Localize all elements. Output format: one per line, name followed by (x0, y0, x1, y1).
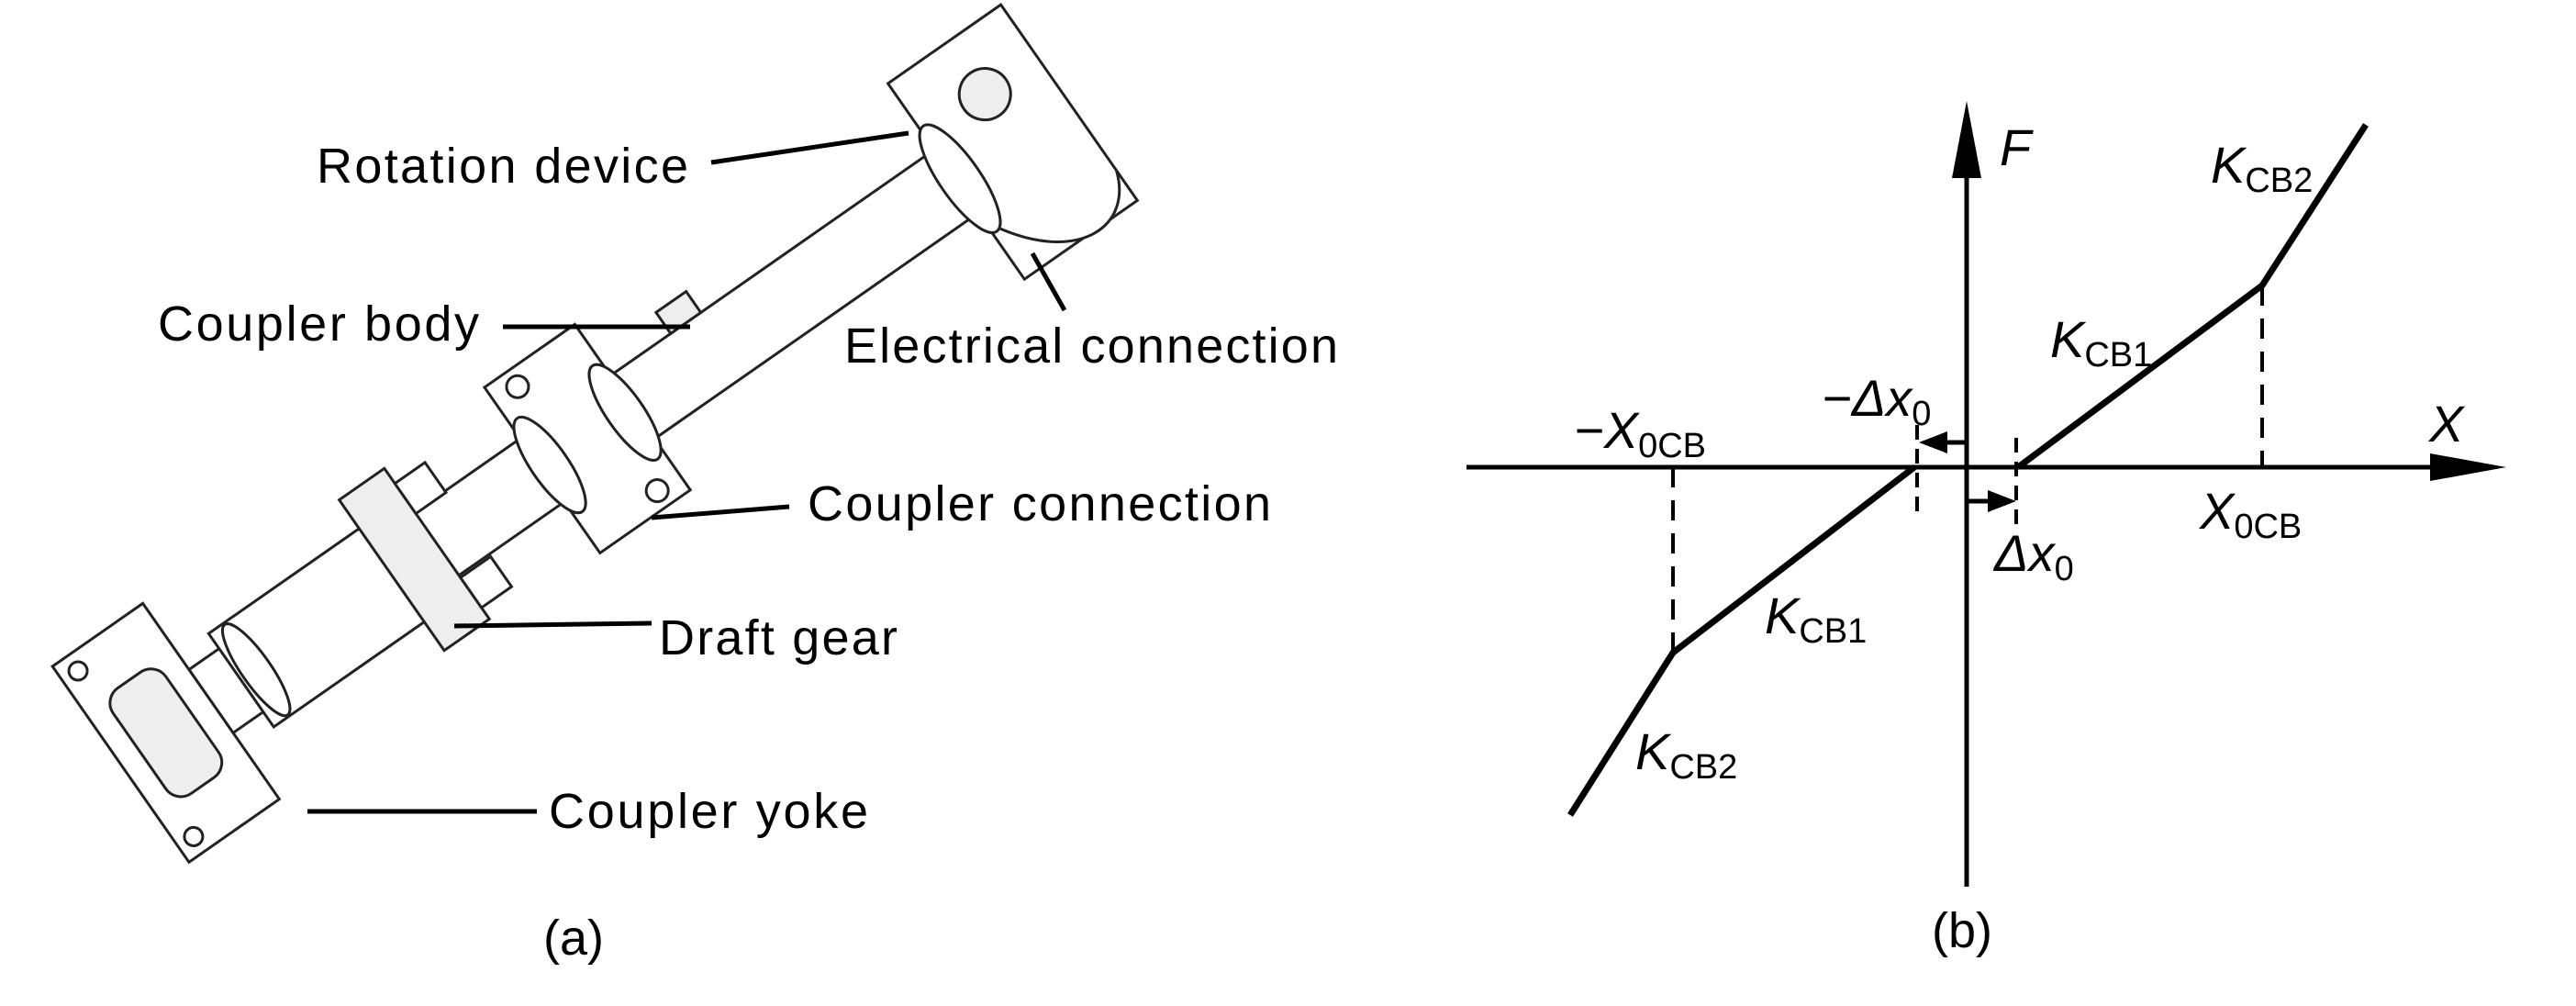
rotation-device-pin (957, 67, 1012, 122)
label-kcb2-upper-main: K (2211, 136, 2247, 194)
leader-draft-gear (453, 620, 652, 629)
leader-electrical-connection (1030, 252, 1067, 312)
caption-a: (a) (543, 911, 604, 966)
label-kcb2-lower-sub: CB2 (1669, 748, 1737, 787)
ring (220, 622, 292, 718)
label-draft-gear: Draft gear (659, 610, 898, 665)
label-coupler-body: Coupler body (158, 296, 479, 352)
label-kcb1-lower-sub: CB1 (1799, 612, 1867, 651)
electrical-connection-cable (999, 170, 1121, 243)
label-neg-dx0-main: −Δx (1822, 369, 1913, 427)
label-kcb1-upper-sub: CB1 (2084, 336, 2152, 374)
label-kcb2-lower: KCB2 (1635, 722, 1737, 787)
ring (587, 363, 663, 462)
label-kcb1-upper-main: K (2050, 310, 2087, 368)
coupler-illustration (50, 3, 1140, 865)
label-rotation-device: Rotation device (317, 139, 688, 194)
label-kcb1-lower: KCB1 (1765, 587, 1867, 651)
label-neg-dx0-sub: 0 (1912, 395, 1931, 433)
leader-coupler-connection (651, 504, 790, 520)
coupler-yoke-window (108, 667, 224, 799)
label-dx0-sub: 0 (2055, 550, 2074, 588)
leader-rotation-device (710, 130, 909, 165)
axis-label-f: F (2000, 118, 2034, 176)
bolt-hole (183, 825, 205, 847)
label-electrical-connection: Electrical connection (844, 319, 1338, 374)
draft-gear-lug (393, 460, 449, 516)
label-coupler-yoke: Coupler yoke (549, 784, 868, 839)
label-x0cb-sub: 0CB (2234, 508, 2302, 546)
label-neg-dx0: −Δx0 (1822, 369, 1931, 433)
label-neg-x0cb-sub: 0CB (1638, 427, 1706, 465)
label-kcb1-upper: KCB1 (2050, 310, 2152, 374)
label-dx0: Δx0 (1992, 524, 2074, 588)
arrowhead-neg-dx0 (1919, 431, 1947, 453)
rotation-device-ring (918, 123, 1002, 234)
y-axis-arrowhead (1952, 101, 1981, 178)
draft-gear-lug (458, 554, 514, 610)
axis-label-x: X (2427, 395, 2466, 453)
label-kcb2-upper-sub: CB2 (2245, 162, 2313, 200)
label-kcb2-upper: KCB2 (2211, 136, 2313, 200)
label-kcb1-lower-main: K (1765, 587, 1801, 644)
label-dx0-main: Δx (1992, 524, 2057, 582)
bolt (644, 478, 670, 504)
arrowhead-dx0 (1988, 490, 2016, 512)
bolt (505, 374, 530, 399)
caption-b: (b) (1932, 903, 1992, 958)
ring (512, 415, 587, 515)
label-kcb2-lower-main: K (1635, 722, 1672, 780)
curve-positive-branch (2015, 123, 2369, 470)
draft-gear-bracket (337, 466, 492, 653)
label-neg-x0cb: −X0CB (1574, 401, 1706, 465)
bolt-hole (67, 660, 89, 682)
coupler-body-bracket (653, 289, 703, 336)
label-coupler-connection: Coupler connection (808, 476, 1271, 531)
label-x0cb: X0CB (2198, 482, 2302, 546)
label-neg-x0cb-main: −X (1574, 401, 1641, 459)
label-x0cb-main: X (2198, 482, 2236, 540)
x-axis-arrowhead (2430, 453, 2506, 481)
